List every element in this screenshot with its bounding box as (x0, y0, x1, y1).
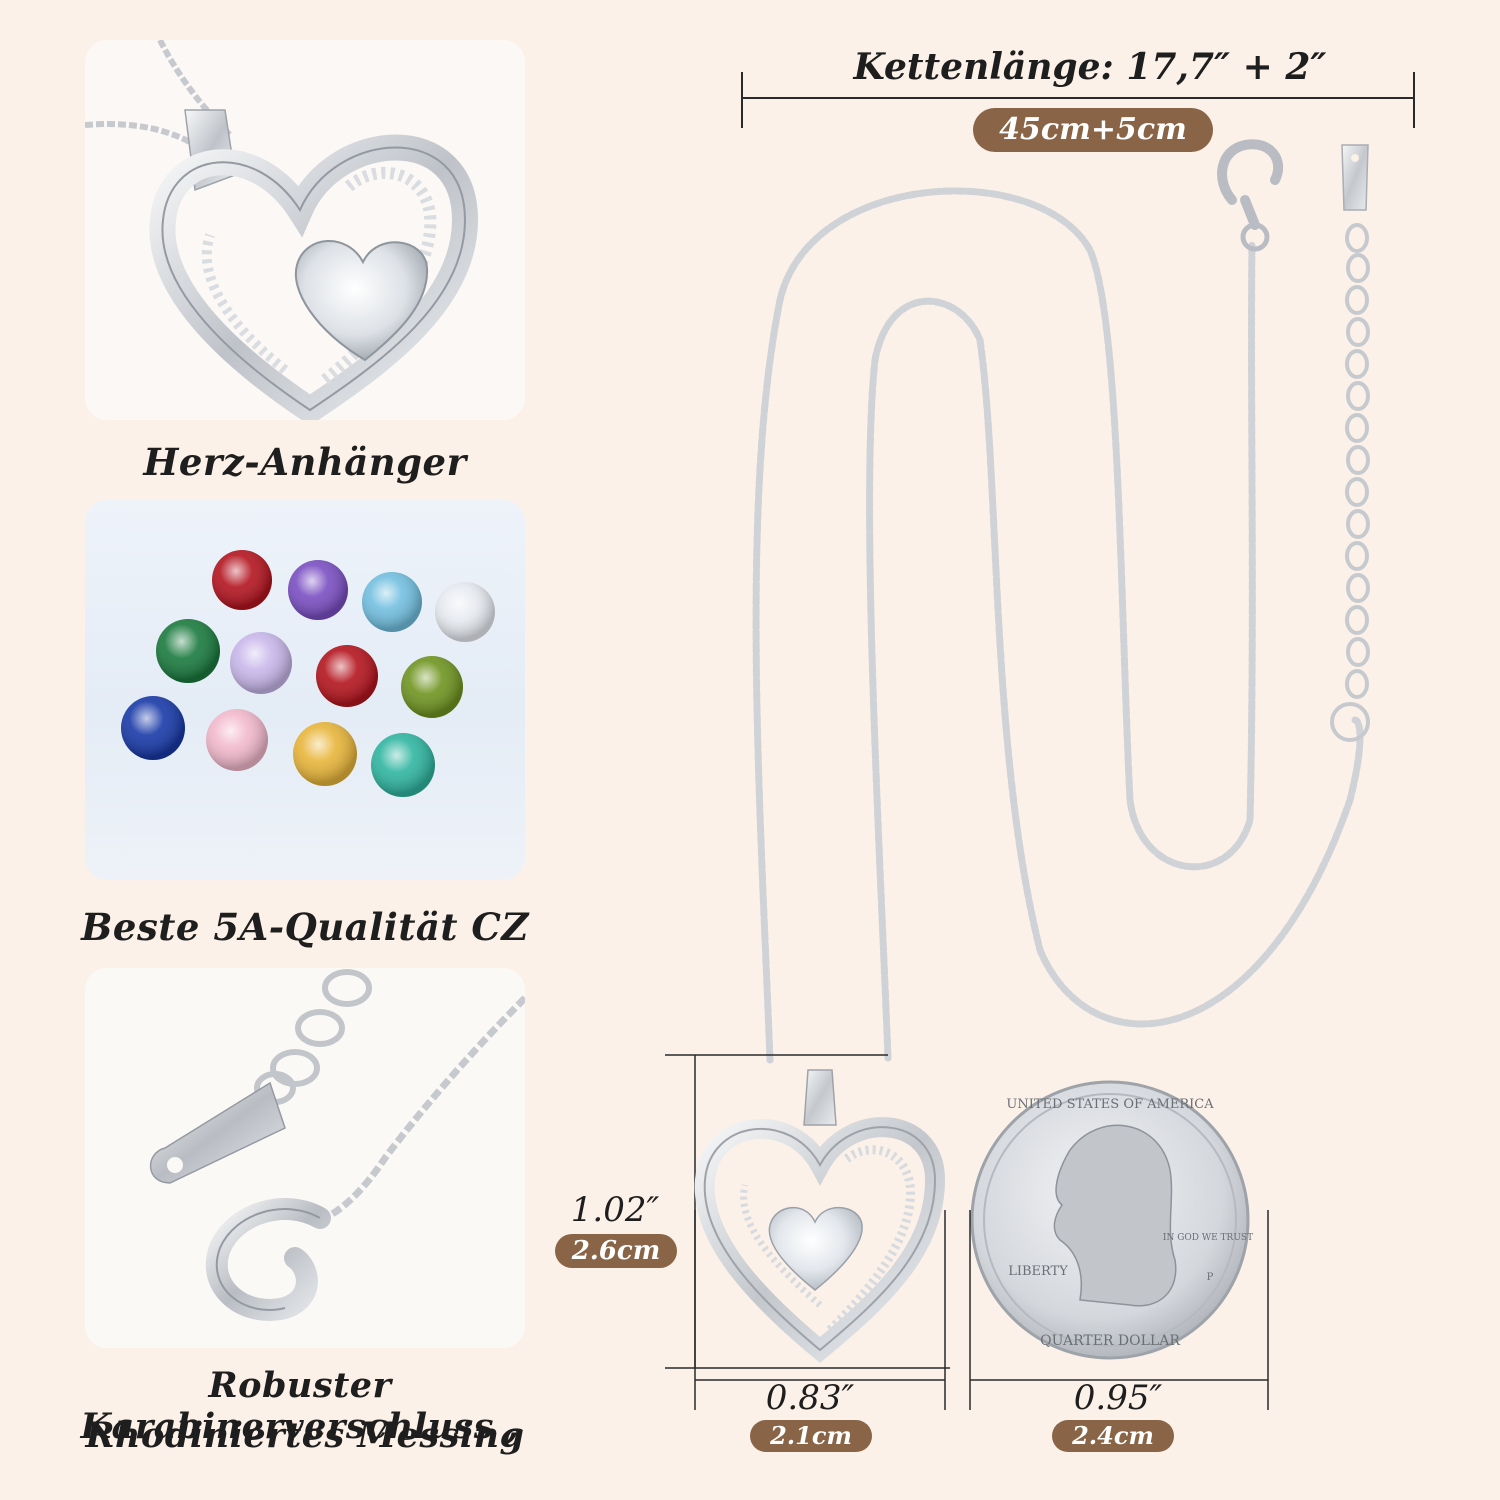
clasp-image (149, 969, 525, 1321)
gem-blue (121, 696, 185, 760)
necklace-chain (752, 187, 1364, 1064)
chain-length-label: Kettenlänge: 17,7″ + 2″ (853, 46, 1327, 88)
pendant-caption: Herz-Anhänger (143, 440, 467, 484)
gem-green (156, 619, 220, 683)
pendant-height-inches: 1.02″ (570, 1190, 660, 1230)
gem-lavender (230, 632, 292, 694)
chain-extender (1330, 223, 1370, 742)
chain-length-metric-badge: 45cm+5cm (973, 108, 1213, 152)
pendant-dimension-lines (665, 1054, 950, 1410)
pendant-width-inches: 0.83″ (765, 1378, 855, 1418)
gem-white (435, 582, 495, 642)
gem-red (212, 550, 272, 610)
coin-mint: P (1207, 1272, 1214, 1283)
gem-pink (206, 709, 268, 771)
quality-caption: Beste 5A-Qualität CZ (81, 905, 529, 949)
gemstone-image (121, 550, 495, 797)
gem-peridot (401, 656, 463, 718)
pendant-closeup-image (85, 40, 479, 420)
gem-yellow (293, 722, 357, 786)
clasp-caption-line1: Robuster Karabinerverschluss , (80, 1365, 520, 1447)
gem-ruby (316, 645, 378, 707)
pendant-closeup-panel (85, 40, 525, 420)
quarter-coin (970, 1080, 1250, 1360)
coin-diameter-cm-badge: 2.4cm (1052, 1420, 1174, 1452)
coin-top-text: UNITED STATES OF AMERICA (1006, 1097, 1214, 1112)
gemstone-panel (85, 500, 525, 880)
chain-length-bar (741, 72, 1415, 128)
coin-bottom-text: QUARTER DOLLAR (1040, 1333, 1180, 1349)
pendant-height-cm-badge: 2.6cm (555, 1234, 677, 1268)
coin-liberty: LIBERTY (1008, 1264, 1068, 1279)
pendant-width-cm-badge: 2.1cm (750, 1420, 872, 1452)
gem-purple (288, 560, 348, 620)
gem-teal (371, 733, 435, 797)
clasp-caption-line2: Rhodiniertes Messing (85, 1415, 525, 1456)
extender-tag (1341, 144, 1369, 211)
lobster-clasp (1217, 139, 1284, 230)
heart-pendant (694, 1069, 946, 1364)
clasp-panel (85, 968, 525, 1348)
gem-aquamarine (362, 572, 422, 632)
coin-diameter-inches: 0.95″ (1073, 1378, 1163, 1418)
coin-motto: IN GOD WE TRUST (1163, 1233, 1253, 1243)
coin-dimension-lines (969, 1210, 1269, 1410)
